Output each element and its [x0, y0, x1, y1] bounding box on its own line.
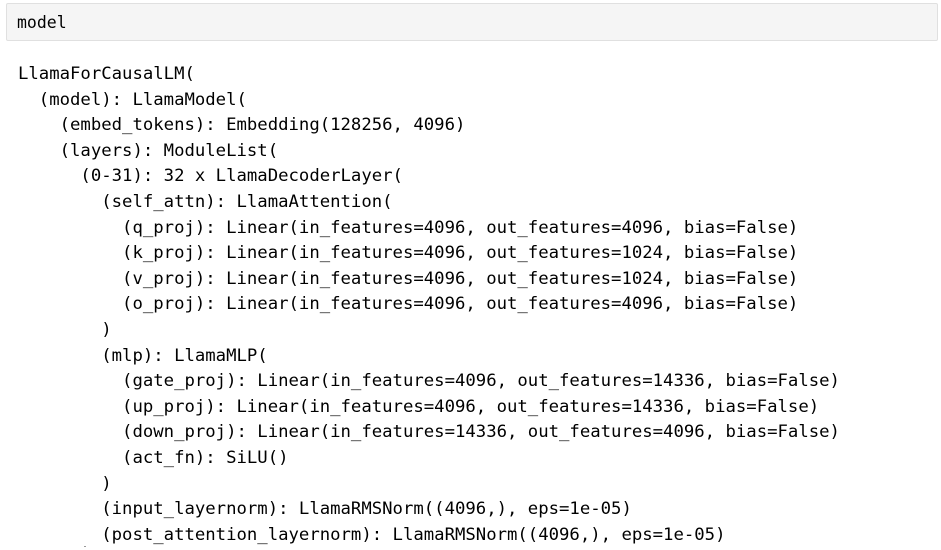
output-line: (gate_proj): Linear(in_features=4096, ou…: [18, 371, 840, 392]
output-line: (down_proj): Linear(in_features=14336, o…: [18, 422, 840, 443]
output-line: (up_proj): Linear(in_features=4096, out_…: [18, 396, 820, 417]
output-line: (k_proj): Linear(in_features=4096, out_f…: [18, 243, 799, 264]
output-line: (layers): ModuleList(: [18, 140, 279, 161]
output-line: (input_layernorm): LlamaRMSNorm((4096,),…: [18, 499, 632, 520]
output-line: (post_attention_layernorm): LlamaRMSNorm…: [18, 524, 726, 545]
cell-output-area: LlamaForCausalLM( (model): LlamaModel( (…: [18, 62, 933, 550]
output-line: (0-31): 32 x LlamaDecoderLayer(: [18, 166, 403, 187]
output-line: (act_fn): SiLU(): [18, 447, 289, 468]
output-line: (self_attn): LlamaAttention(: [18, 191, 393, 212]
output-line: (embed_tokens): Embedding(128256, 4096): [18, 115, 466, 136]
output-line: (q_proj): Linear(in_features=4096, out_f…: [18, 217, 799, 238]
output-line: (v_proj): Linear(in_features=4096, out_f…: [18, 268, 799, 289]
output-line: (o_proj): Linear(in_features=4096, out_f…: [18, 294, 799, 315]
code-input-cell[interactable]: model: [6, 3, 938, 41]
scroll-edge-mark: [84, 546, 86, 547]
output-line: LlamaForCausalLM(: [18, 64, 195, 84]
output-line: ): [18, 473, 112, 494]
output-line: ): [18, 319, 112, 340]
output-line: (mlp): LlamaMLP(: [18, 345, 268, 366]
output-line: (model): LlamaModel(: [18, 89, 247, 110]
code-input-text[interactable]: model: [17, 13, 67, 32]
